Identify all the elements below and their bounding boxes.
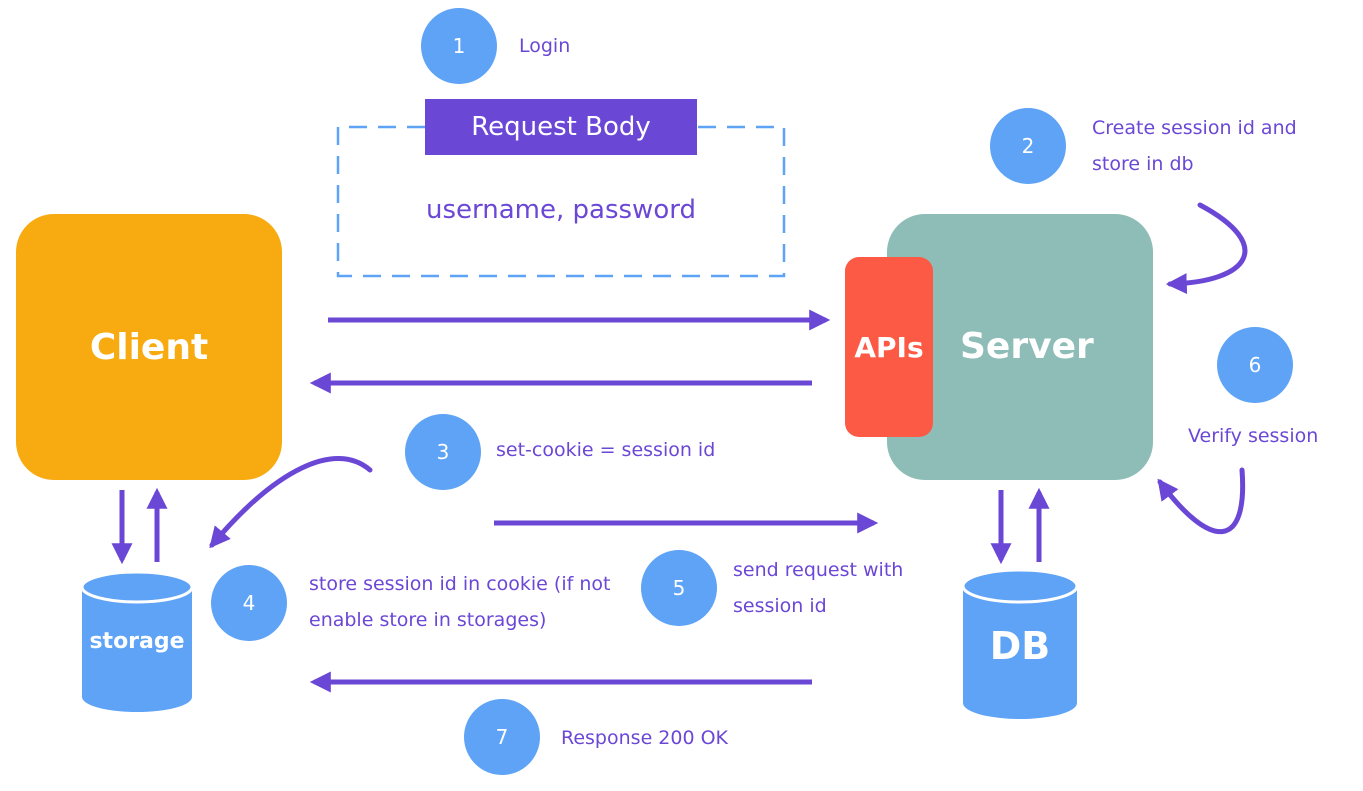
storage-cylinder <box>80 570 194 712</box>
step-5-badge: 5 <box>641 550 717 626</box>
apis-node: APIs <box>845 257 933 437</box>
step-4-text-line2: enable store in storages) <box>309 609 547 631</box>
step-7-badge: 7 <box>464 699 540 775</box>
request-dashed-border <box>336 125 786 278</box>
step-1-badge: 1 <box>421 8 497 84</box>
step-5-text-line1: send request with <box>733 559 904 581</box>
request-body-content: username, password <box>426 195 696 225</box>
step-3-badge: 3 <box>405 414 481 490</box>
curve-arrow-verify-session <box>1157 467 1246 535</box>
db-label: DB <box>989 624 1051 668</box>
step-4-badge: 4 <box>211 565 287 641</box>
storage-label: storage <box>89 629 185 654</box>
step-4-text-line1: store session id in cookie (if not <box>309 573 611 595</box>
db-cylinder <box>961 568 1079 719</box>
client-node: Client <box>16 214 282 480</box>
request-body-title: Request Body <box>425 99 697 155</box>
step-6-text: Verify session <box>1188 425 1319 447</box>
step-1-text: Login <box>519 35 571 57</box>
step-2-text-line2: store in db <box>1092 153 1194 175</box>
step-3-text: set-cookie = session id <box>496 439 716 461</box>
client-label: Client <box>89 326 209 368</box>
step-2-badge: 2 <box>990 108 1066 184</box>
apis-label: APIs <box>854 330 924 364</box>
step-6-badge: 6 <box>1217 327 1293 403</box>
step-2-text-line1: Create session id and <box>1092 117 1297 139</box>
curve-arrow-create-session <box>1165 202 1248 295</box>
request-body-title-text: Request Body <box>471 112 651 142</box>
server-label: Server <box>960 326 1094 367</box>
step-5-text-line2: session id <box>733 595 827 617</box>
curve-arrow-store-cookie <box>209 456 373 549</box>
step-7-text: Response 200 OK <box>561 727 729 749</box>
